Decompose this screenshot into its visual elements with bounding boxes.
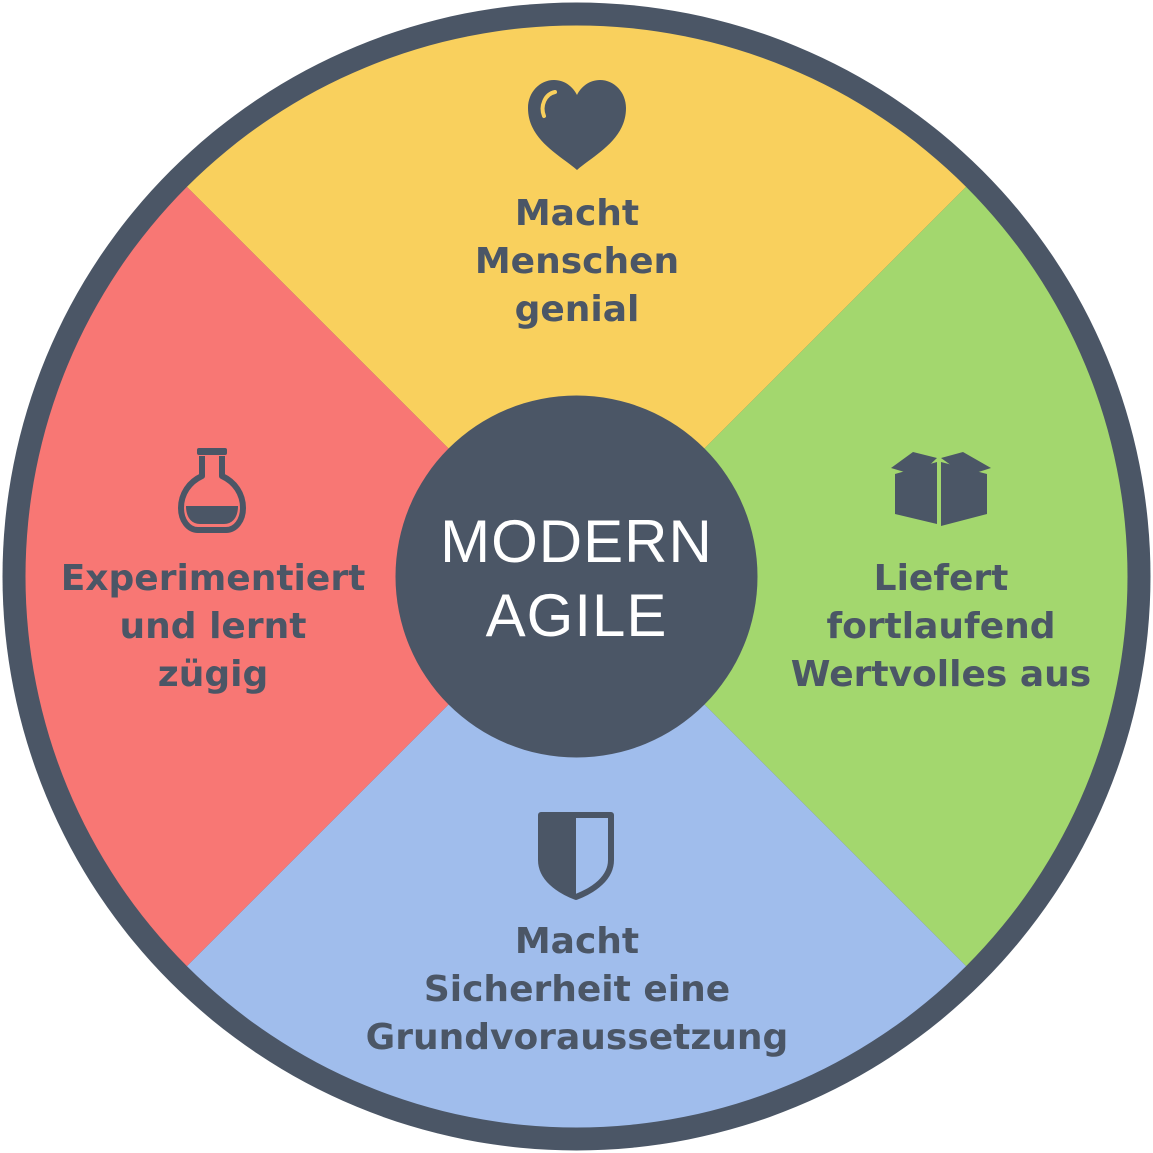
segment-bottom-line-3: Grundvoraussetzung: [366, 1017, 789, 1058]
segment-right-line-3: Wertvolles aus: [791, 654, 1091, 695]
segment-bottom: [25, 576, 1128, 1128]
segment-top-line-1: Macht: [515, 193, 639, 234]
box-icon: [891, 452, 991, 526]
center-title-line1: MODERN: [440, 508, 713, 575]
center-title-line2: AGILE: [486, 582, 668, 649]
segment-top-line-2: Menschen: [475, 241, 679, 282]
segment-left-line-3: zügig: [158, 654, 268, 695]
heart-icon: [528, 80, 626, 170]
shield-icon: [538, 812, 614, 900]
segment-right: [576, 25, 1128, 1128]
segment-bottom-line-1: Macht: [515, 921, 639, 962]
segment-top: [25, 25, 1128, 577]
segment-left-line-1: Experimentiert: [61, 558, 366, 599]
segment-bottom-line-2: Sicherheit eine: [424, 969, 730, 1010]
segment-right-line-1: Liefert: [874, 558, 1009, 599]
segment-left: [25, 25, 577, 1128]
segment-right-line-2: fortlaufend: [826, 606, 1055, 647]
segment-left-line-2: und lernt: [120, 606, 307, 647]
segment-top-line-3: genial: [515, 289, 640, 330]
segment-left-text: Experimentiert und lernt zügig: [61, 558, 366, 695]
center-hub: [395, 395, 758, 758]
flask-icon: [178, 448, 246, 533]
